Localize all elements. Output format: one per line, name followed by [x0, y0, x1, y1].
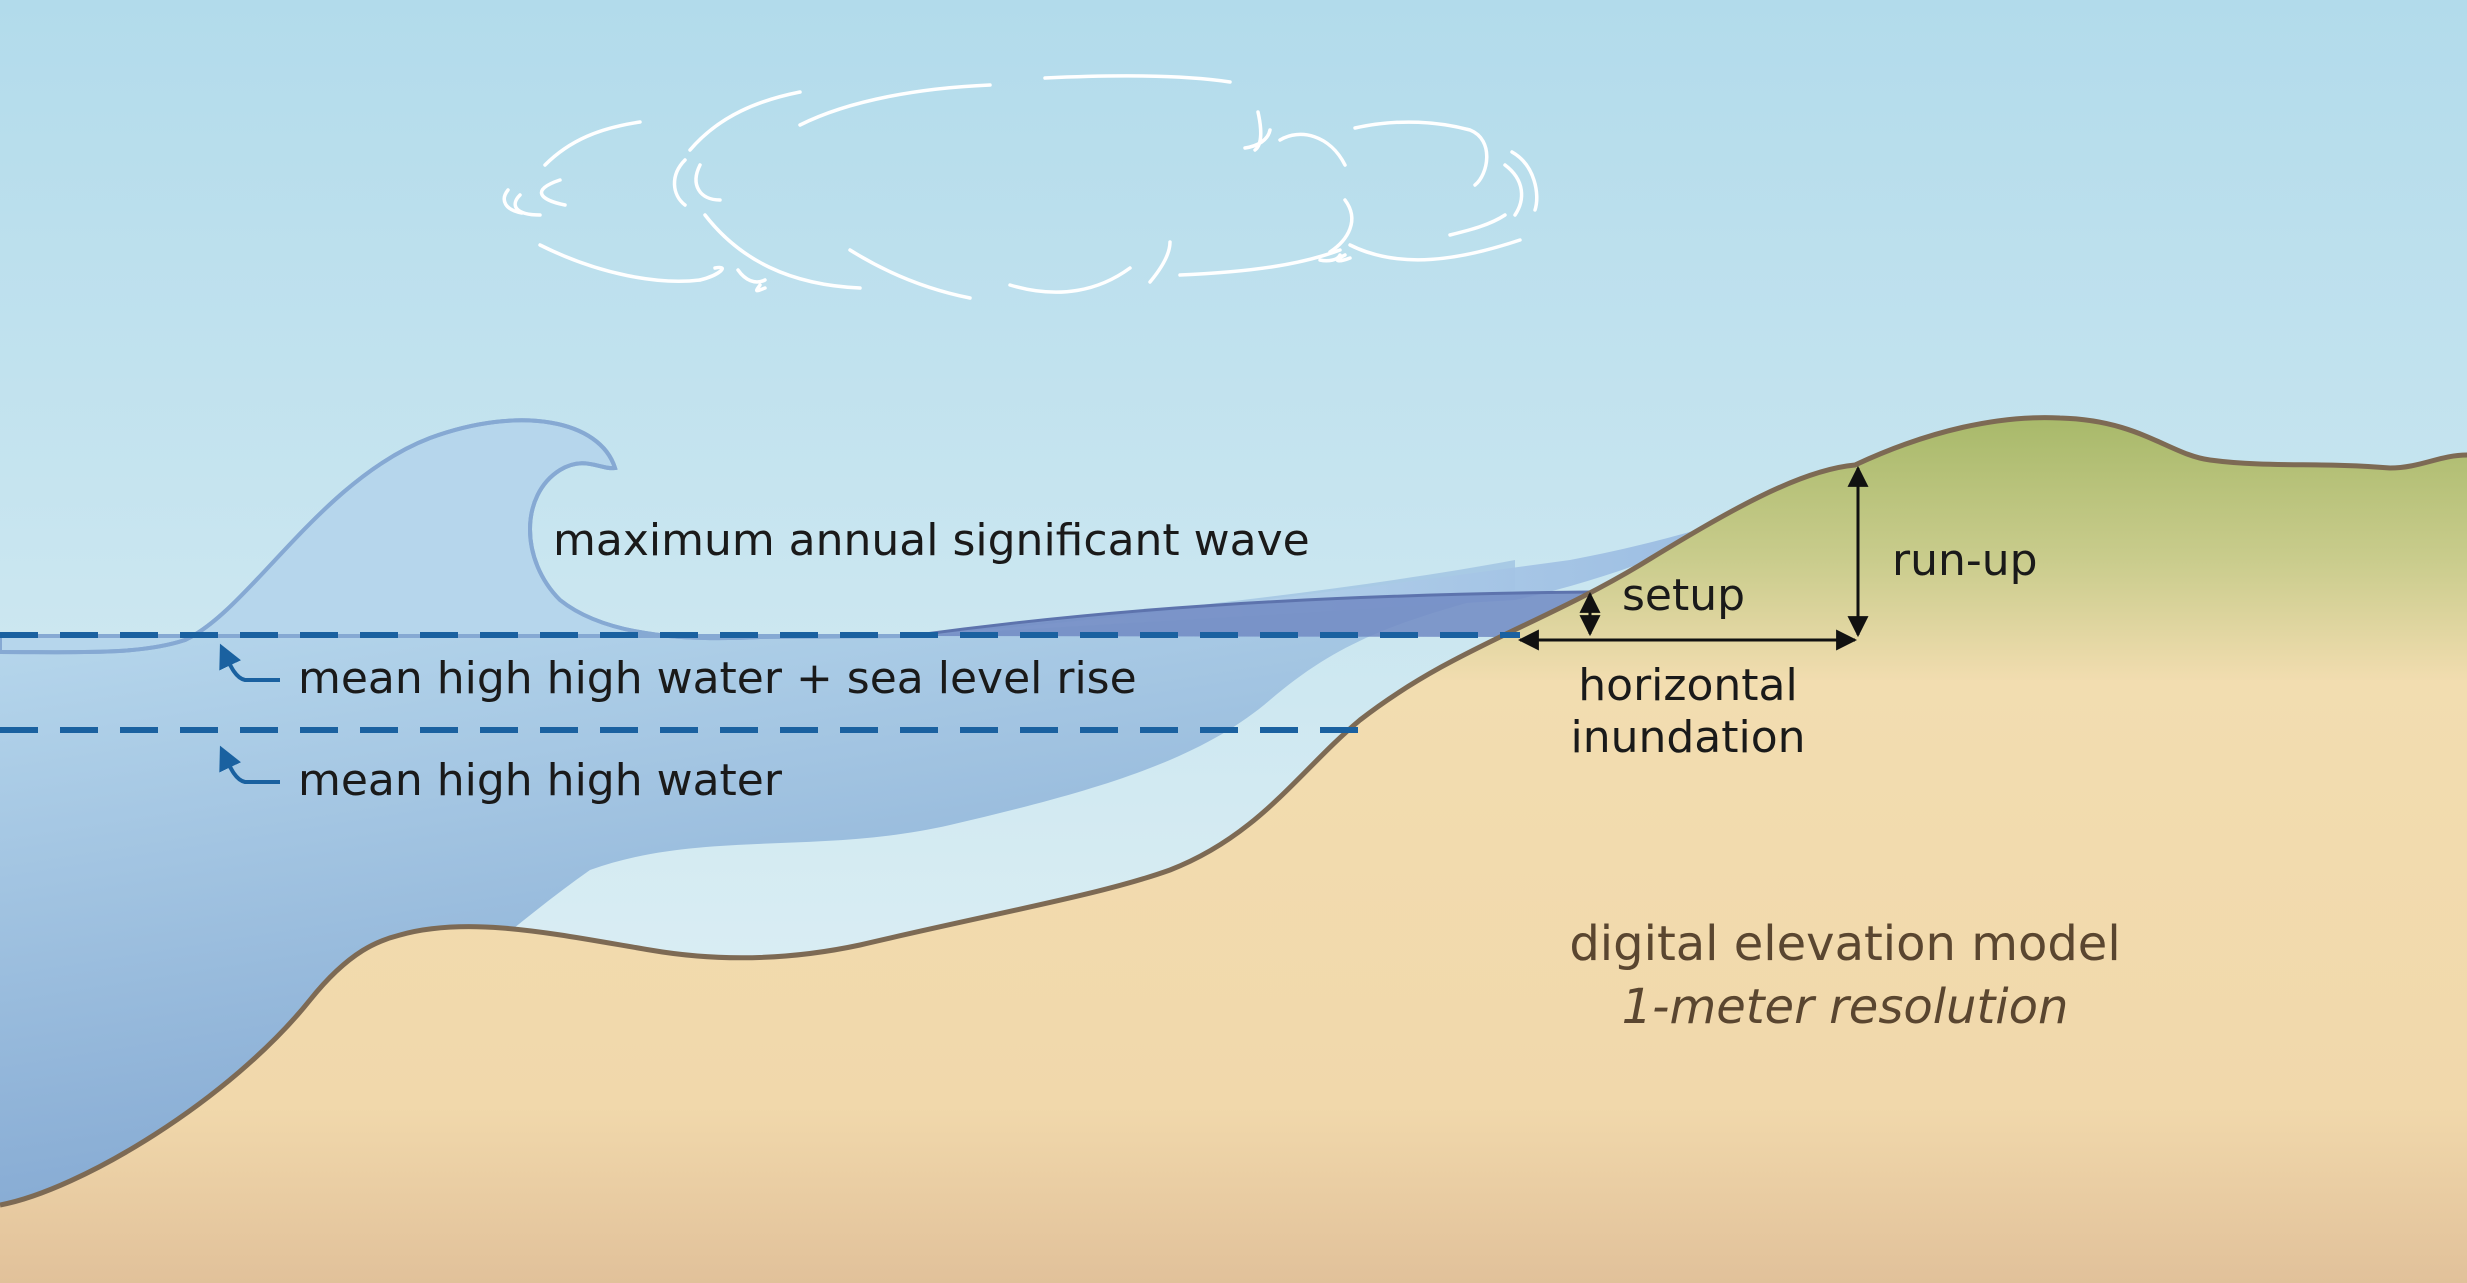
horizontal-inundation-label-line2: inundation: [1570, 712, 1805, 763]
dem-resolution-label: 1-meter resolution: [1622, 979, 2069, 1035]
setup-label: setup: [1622, 570, 1745, 621]
horizontal-inundation-label-line1: horizontal: [1578, 660, 1797, 711]
mhhw-pointer-icon: [219, 745, 280, 784]
land-surface-line: [0, 415, 2467, 1208]
cloud-icon: [502, 74, 1539, 300]
mhhw-slr-pointer-icon: [219, 643, 280, 682]
run-up-label: run-up: [1892, 535, 2038, 586]
mhhw-slr-label: mean high high water + sea level rise: [298, 653, 1137, 704]
dem-title-label: digital elevation model: [1569, 916, 2120, 972]
setup-wedge: [910, 592, 1590, 637]
mhhw-label: mean high high water: [298, 755, 783, 806]
wave-label: maximum annual significant wave: [553, 515, 1310, 566]
